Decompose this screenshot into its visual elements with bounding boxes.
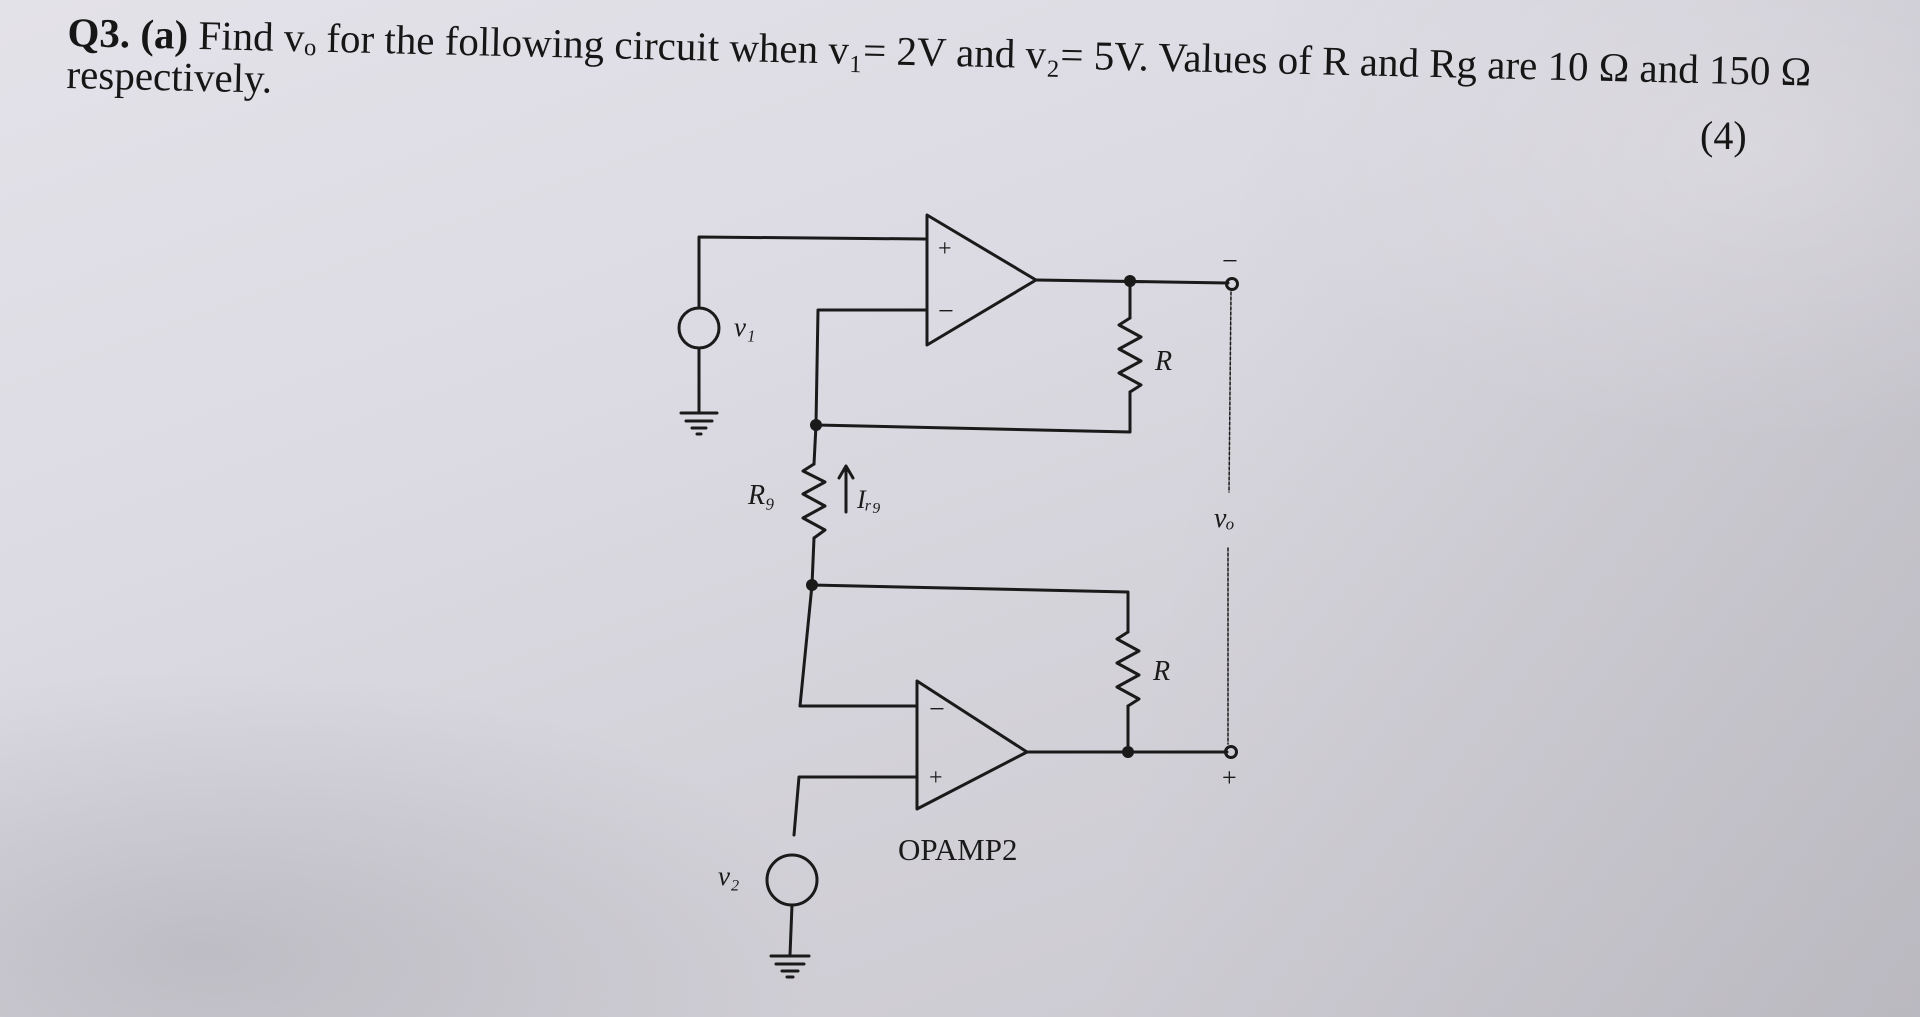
wire-opamp2-plus-to-v2 bbox=[792, 775, 917, 837]
wire-opamp1-minus-to-node bbox=[814, 308, 927, 426]
opamp-2-triangle bbox=[915, 679, 1029, 811]
label-output-vo: vₒ bbox=[1214, 503, 1234, 534]
resistor-r-bottom bbox=[1115, 630, 1141, 708]
wire-node-bottom-to-r bbox=[810, 583, 1130, 634]
label-opamp2-minus: − bbox=[929, 694, 945, 725]
output-terminal-top bbox=[1225, 277, 1239, 291]
resistor-r-top bbox=[1117, 316, 1143, 394]
voltage-source-v1 bbox=[677, 306, 721, 350]
junction-rg-top bbox=[810, 419, 822, 431]
wire-node-to-opamp2-minus bbox=[798, 583, 917, 708]
wire-node-to-rg bbox=[812, 423, 818, 466]
label-current-irg: Iᵣ₉ bbox=[856, 485, 881, 514]
label-v2: v₂ bbox=[718, 861, 739, 891]
label-opamp2-plus: + bbox=[929, 765, 943, 791]
label-opamp1-plus: + bbox=[938, 236, 952, 262]
output-dashed-line-top bbox=[1228, 291, 1232, 493]
wire-r-top-to-node bbox=[814, 390, 1132, 434]
label-r-top: R bbox=[1154, 346, 1172, 377]
voltage-source-v2 bbox=[765, 853, 819, 907]
label-opamp1-minus: − bbox=[938, 296, 954, 327]
label-opamp2-name: OPAMP2 bbox=[898, 832, 1017, 867]
label-output-plus: + bbox=[1222, 763, 1237, 792]
junction-rg-bottom bbox=[806, 579, 818, 591]
wire-v2-to-ground bbox=[788, 903, 794, 957]
ground-symbol-top bbox=[679, 411, 719, 436]
label-v1: v₁ bbox=[734, 312, 755, 342]
junction-opamp1-out bbox=[1124, 275, 1136, 287]
opamp-1-triangle bbox=[925, 213, 1038, 347]
output-terminal-bottom bbox=[1224, 745, 1238, 759]
wire-v1-to-opamp1-plus bbox=[697, 235, 927, 310]
current-arrow-head bbox=[837, 464, 855, 480]
label-rg: R₉ bbox=[747, 480, 775, 511]
resistor-rg bbox=[801, 462, 827, 540]
ground-symbol-bottom bbox=[769, 954, 811, 979]
junction-opamp2-out bbox=[1122, 746, 1134, 758]
wire-rg-to-node bbox=[810, 536, 816, 587]
label-output-minus: − bbox=[1222, 246, 1238, 277]
label-r-bottom: R bbox=[1152, 656, 1170, 687]
question-marks: (4) bbox=[1700, 113, 1747, 158]
